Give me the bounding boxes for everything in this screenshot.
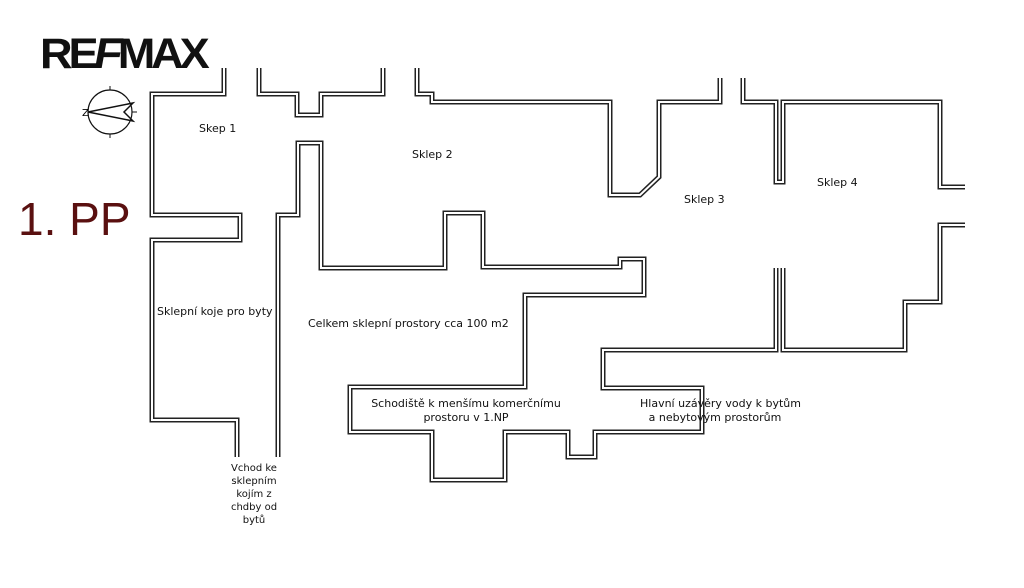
wall (782, 224, 965, 351)
compass-icon: Z (82, 86, 137, 138)
label-line: chdby od (230, 502, 278, 513)
wall (414, 68, 723, 198)
label-line: sklepním (231, 476, 277, 487)
label-line: Vchod ke (231, 463, 277, 474)
wall (416, 68, 721, 196)
wall (742, 78, 965, 188)
room-label-sklep4: Sklep 4 (817, 176, 858, 189)
wall (258, 68, 384, 116)
label-line: Schodiště k menšímu komerčnímu (371, 397, 561, 410)
room-label-uzavery: Hlavní uzávěry vody k bytům a nebytovým … (640, 397, 801, 425)
wall (780, 222, 965, 353)
wall (151, 68, 241, 457)
label-line: bytů (242, 515, 266, 526)
room-label-sklep3: Sklep 3 (684, 193, 725, 206)
room-label-schodiste: Schodiště k menšímu komerčnímu prostoru … (356, 397, 576, 425)
room-label-koje: Sklepní koje pro byty (157, 305, 273, 318)
label-line: a nebytovým prostorům (648, 411, 782, 424)
label-line: prostoru v 1.NP (423, 411, 509, 424)
remax-logo: REFMAX (40, 30, 210, 78)
room-label-celkem: Celkem sklepní prostory cca 100 m2 (308, 317, 509, 330)
wall (277, 142, 777, 481)
floor-level-title: 1. PP (18, 193, 131, 245)
compass-letter: Z (82, 108, 89, 119)
label-line: kojím z (236, 489, 272, 500)
room-label-skep1: Skep 1 (199, 122, 237, 135)
label-line: Hlavní uzávěry vody k bytům (640, 397, 801, 410)
room-label-sklep2: Sklep 2 (412, 148, 453, 161)
room-label-vchod: Vchod ke sklepním kojím z chdby od bytů (222, 462, 286, 527)
